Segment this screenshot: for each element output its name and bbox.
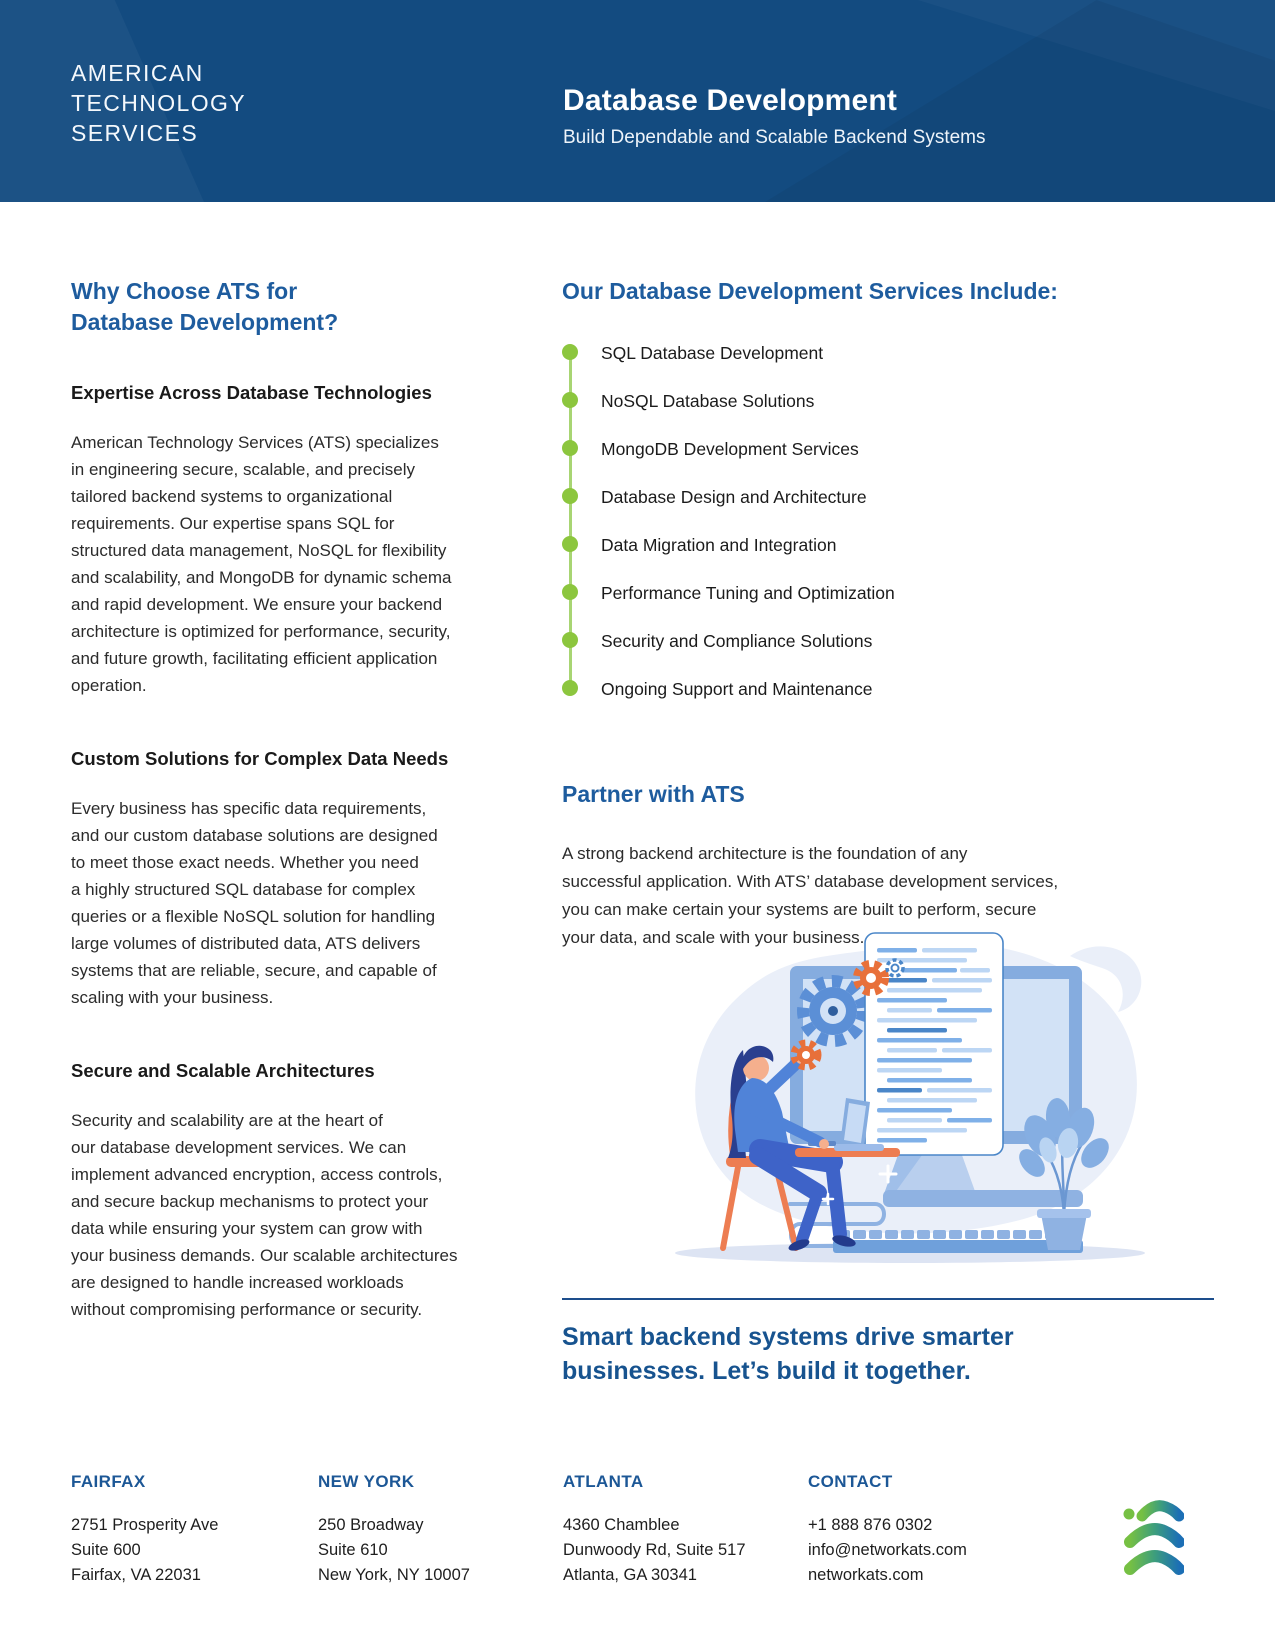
footer-office-new-york: NEW YORK 250 Broadway Suite 610 New York… bbox=[318, 1472, 553, 1588]
service-label: Database Design and Architecture bbox=[601, 487, 867, 507]
section-custom-solutions: Custom Solutions for Complex Data Needs … bbox=[71, 748, 533, 1011]
page-subtitle: Build Dependable and Scalable Backend Sy… bbox=[563, 127, 986, 148]
footer-contact: CONTACT +1 888 876 0302 info@networkats.… bbox=[808, 1472, 1043, 1588]
footer-address-line: Suite 600 bbox=[71, 1541, 141, 1559]
bullet-dot-icon bbox=[562, 632, 578, 648]
footer-address-line: 250 Broadway bbox=[318, 1516, 424, 1534]
contact-website-link[interactable]: networkats.com bbox=[808, 1566, 924, 1584]
services-list: SQL Database Development NoSQL Database … bbox=[562, 343, 1152, 699]
section-secure-scalable: Secure and Scalable Architectures Securi… bbox=[71, 1060, 533, 1323]
bullet-connector-line bbox=[568, 353, 572, 689]
service-label: MongoDB Development Services bbox=[601, 439, 859, 459]
gear-icon bbox=[797, 975, 869, 1047]
footer-address-line: 4360 Chamblee bbox=[563, 1516, 680, 1534]
service-item: Database Design and Architecture bbox=[562, 487, 1152, 507]
service-item: SQL Database Development bbox=[562, 343, 1152, 363]
footer-office-name: FAIRFAX bbox=[71, 1472, 146, 1491]
section-title: Custom Solutions for Complex Data Needs bbox=[71, 748, 449, 769]
service-label: NoSQL Database Solutions bbox=[601, 391, 815, 411]
footer-address-line: Atlanta, GA 30341 bbox=[563, 1566, 697, 1584]
plant bbox=[1019, 1098, 1109, 1250]
page-title: Database Development bbox=[563, 84, 898, 117]
gear-icon bbox=[885, 958, 905, 978]
bullet-dot-icon bbox=[562, 488, 578, 504]
bullet-dot-icon bbox=[562, 344, 578, 360]
services-heading: Our Database Development Services Includ… bbox=[562, 278, 1058, 304]
contact-email-link[interactable]: info@networkats.com bbox=[808, 1541, 967, 1559]
bullet-dot-icon bbox=[562, 536, 578, 552]
contact-phone[interactable]: +1 888 876 0302 bbox=[808, 1516, 933, 1534]
service-item: Ongoing Support and Maintenance bbox=[562, 679, 1152, 699]
footer-office-name: NEW YORK bbox=[318, 1472, 415, 1491]
footer-address-line: 2751 Prosperity Ave bbox=[71, 1516, 219, 1534]
person-hand bbox=[819, 1139, 829, 1149]
sparkle-icon bbox=[821, 1164, 898, 1206]
service-label: Security and Compliance Solutions bbox=[601, 631, 873, 651]
section-body: Every business has specific data require… bbox=[71, 799, 438, 1007]
bullet-dot-icon bbox=[562, 440, 578, 456]
developer-illustration bbox=[675, 932, 1145, 1263]
footer-office-name: ATLANTA bbox=[563, 1472, 644, 1491]
service-label: Data Migration and Integration bbox=[601, 535, 837, 555]
person-forearm bbox=[749, 1104, 826, 1148]
section-title: Secure and Scalable Architectures bbox=[71, 1060, 375, 1081]
bullet-dot-icon bbox=[562, 584, 578, 600]
service-item: Security and Compliance Solutions bbox=[562, 631, 1152, 651]
company-logo-text: AMERICAN TECHNOLOGY SERVICES bbox=[71, 60, 247, 146]
section-title: Expertise Across Database Technologies bbox=[71, 382, 432, 403]
gear-icon bbox=[853, 960, 889, 996]
footer-address-line: Suite 610 bbox=[318, 1541, 388, 1559]
laptop bbox=[795, 1098, 900, 1157]
partner-heading: Partner with ATS bbox=[562, 781, 745, 807]
service-label: Performance Tuning and Optimization bbox=[601, 583, 895, 603]
service-label: SQL Database Development bbox=[601, 343, 824, 363]
header-banner: AMERICAN TECHNOLOGY SERVICES Database De… bbox=[0, 0, 1275, 202]
service-item: Data Migration and Integration bbox=[562, 535, 1152, 555]
footer-address-line: Fairfax, VA 22031 bbox=[71, 1566, 201, 1584]
footer-address-line: New York, NY 10007 bbox=[318, 1566, 470, 1584]
footer-office-atlanta: ATLANTA 4360 Chamblee Dunwoody Rd, Suite… bbox=[563, 1472, 798, 1588]
header-title-block: Database Development Build Dependable an… bbox=[563, 84, 986, 149]
ats-logo-icon bbox=[1123, 1500, 1184, 1575]
left-column: Why Choose ATS for Database Development?… bbox=[71, 276, 533, 1372]
section-body: Security and scalability are at the hear… bbox=[71, 1111, 458, 1319]
service-item: NoSQL Database Solutions bbox=[562, 391, 1152, 411]
footer-contact-heading: CONTACT bbox=[808, 1472, 893, 1491]
footer-office-fairfax: FAIRFAX 2751 Prosperity Ave Suite 600 Fa… bbox=[71, 1472, 306, 1588]
service-item: Performance Tuning and Optimization bbox=[562, 583, 1152, 603]
bullet-dot-icon bbox=[562, 392, 578, 408]
gear-icon bbox=[790, 1039, 822, 1071]
code-document bbox=[864, 932, 1004, 1156]
service-label: Ongoing Support and Maintenance bbox=[601, 679, 873, 699]
why-choose-heading: Why Choose ATS for Database Development? bbox=[71, 278, 339, 335]
section-body: American Technology Services (ATS) speci… bbox=[71, 433, 452, 695]
section-divider bbox=[562, 1298, 1214, 1300]
right-column: Our Database Development Services Includ… bbox=[562, 276, 1152, 952]
bullet-dot-icon bbox=[562, 680, 578, 696]
section-expertise: Expertise Across Database Technologies A… bbox=[71, 382, 533, 699]
partner-body: A strong backend architecture is the fou… bbox=[562, 844, 1059, 947]
service-item: MongoDB Development Services bbox=[562, 439, 1152, 459]
tagline: Smart backend systems drive smarter busi… bbox=[562, 1323, 1014, 1385]
footer-address-line: Dunwoody Rd, Suite 517 bbox=[563, 1541, 746, 1559]
